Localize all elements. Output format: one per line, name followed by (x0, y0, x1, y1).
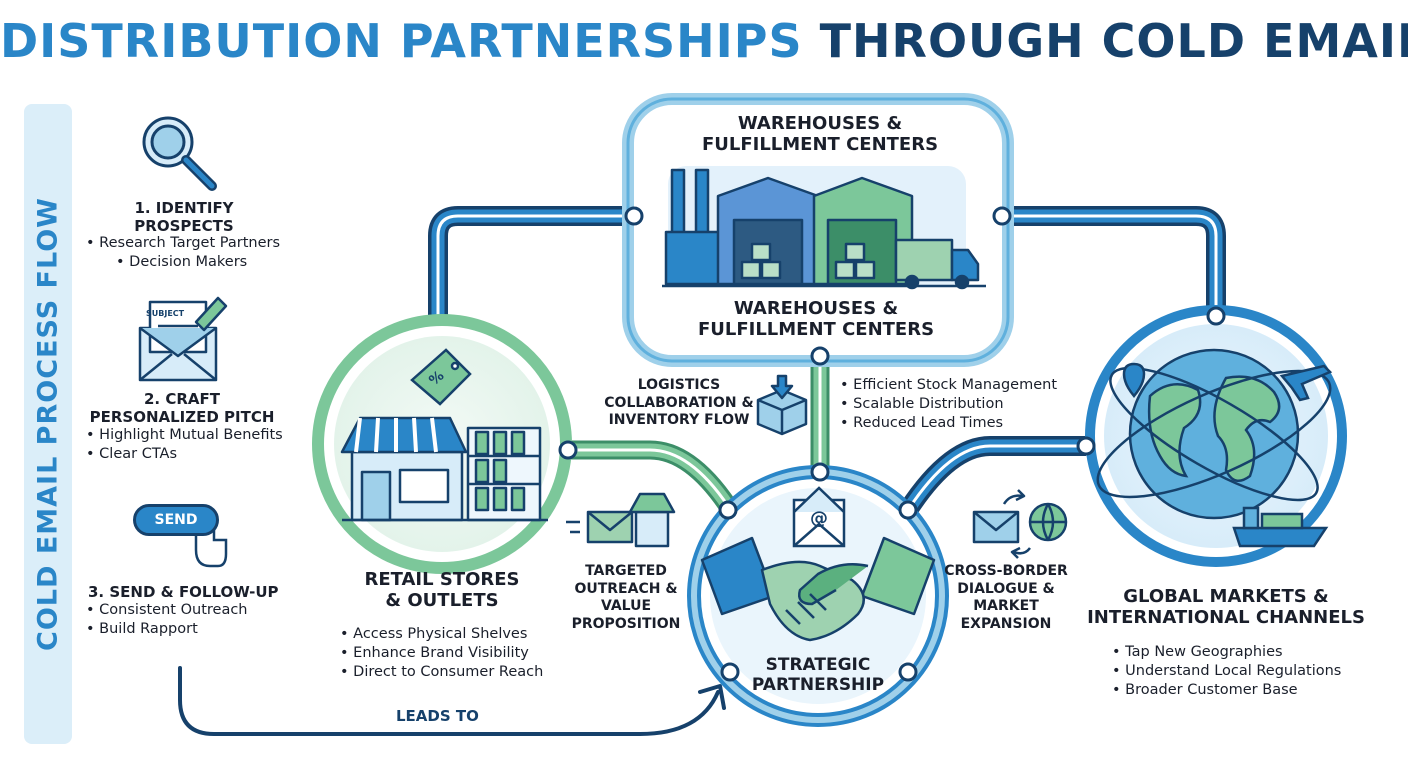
bullet-item: Efficient Stock Management (840, 376, 1057, 395)
retail-title-line2: & OUTLETS (385, 590, 499, 611)
step-identify: 1. IDENTIFY PROSPECTS (92, 199, 276, 235)
global-title-line2: INTERNATIONAL CHANNELS (1087, 607, 1365, 628)
crossborder-line1: CROSS-BORDER (944, 563, 1068, 579)
crossborder-label: CROSS-BORDER DIALOGUE & MARKET EXPANSION (944, 563, 1068, 633)
global-title: GLOBAL MARKETS & INTERNATIONAL CHANNELS (1082, 586, 1370, 628)
step-craft: 2. CRAFT PERSONALIZED PITCH (80, 390, 284, 426)
warehouse-icon (662, 168, 986, 290)
envelope-subject-label: SUBJECT (146, 309, 185, 318)
warehouse-title-top-line2: FULFILLMENT CENTERS (701, 134, 939, 155)
step-send-title: 3. SEND & FOLLOW-UP (88, 583, 279, 601)
partnership-label: STRATEGIC PARTNERSHIP (740, 655, 896, 695)
targeted-line3: VALUE (600, 598, 652, 614)
step-craft-title-line2: PERSONALIZED PITCH (89, 408, 275, 426)
crossborder-line4: EXPANSION (960, 615, 1052, 632)
targeted-outreach-label: TARGETED OUTREACH & VALUE PROPOSITION (560, 563, 692, 633)
bullet-item: Clear CTAs (86, 445, 283, 464)
partnership-line2: PARTNERSHIP (751, 675, 885, 695)
bullet-item: Reduced Lead Times (840, 414, 1057, 433)
bullet-item: Build Rapport (86, 620, 248, 639)
partnership-circle (687, 465, 949, 727)
step-send-bullets: Consistent Outreach Build Rapport (86, 601, 248, 639)
step-identify-title-line1: 1. IDENTIFY (134, 199, 234, 217)
targeted-outreach-icon (566, 492, 676, 548)
partnership-line1: STRATEGIC (765, 655, 871, 675)
warehouse-title-top: WAREHOUSES & FULFILLMENT CENTERS (640, 113, 1000, 155)
magnifier-icon (142, 116, 217, 191)
crossborder-line3: MARKET (973, 598, 1039, 614)
crossborder-line2: DIALOGUE & (957, 580, 1055, 597)
handshake-icon (700, 536, 936, 642)
connector-retail-partnership (568, 440, 736, 512)
bullet-item: Broader Customer Base (1112, 681, 1341, 700)
price-tag-icon: % (410, 348, 472, 406)
bullet-item: Research Target Partners (86, 234, 280, 253)
page-title: DISTRIBUTION PARTNERSHIPS THROUGH COLD E… (0, 14, 1408, 68)
step-craft-title: 2. CRAFT PERSONALIZED PITCH (80, 390, 284, 426)
retail-title: RETAIL STORES & OUTLETS (342, 569, 542, 611)
bullet-item: Enhance Brand Visibility (340, 644, 543, 663)
envelope-pen-icon (138, 296, 228, 382)
step-craft-bullets: Highlight Mutual Benefits Clear CTAs (86, 426, 283, 464)
connector-warehouse-global (992, 206, 1226, 324)
sidebar-label: COLD EMAIL PROCESS FLOW (32, 197, 64, 651)
step-craft-title-line1: 2. CRAFT (143, 390, 220, 408)
targeted-line2: OUTREACH & (574, 580, 678, 597)
bullet-item: Decision Makers (86, 253, 280, 272)
warehouse-title-bottom-line2: FULFILLMENT CENTERS (697, 319, 935, 340)
step-identify-title: 1. IDENTIFY PROSPECTS (92, 199, 276, 235)
warehouse-title-top-line1: WAREHOUSES & (737, 113, 903, 134)
title-part1: DISTRIBUTION PARTNERSHIPS (0, 14, 803, 68)
leads-to-arrow (178, 666, 726, 736)
title-part2: THROUGH COLD EMAIL (819, 14, 1408, 68)
bullet-item: Understand Local Regulations (1112, 662, 1341, 681)
svg-text:@: @ (810, 508, 828, 529)
send-button[interactable]: SEND (133, 504, 219, 536)
crossborder-icon (972, 489, 1068, 559)
warehouse-title-bottom-line1: WAREHOUSES & (733, 298, 899, 319)
leads-to-label: LEADS TO (396, 707, 479, 725)
process-flow-sidebar (24, 104, 72, 744)
connector-dots (558, 206, 1226, 682)
connector-global-partnership (899, 436, 1086, 516)
email-at-icon: @ (792, 486, 846, 548)
store-icon (340, 416, 548, 522)
warehouse-bullets: Efficient Stock Management Scalable Dist… (840, 376, 1057, 433)
step-identify-bullets: Research Target Partners Decision Makers (86, 234, 280, 272)
logistics-label-line1: LOGISTICS (637, 377, 721, 393)
retail-title-line1: RETAIL STORES (364, 569, 520, 590)
bullet-item: Tap New Geographies (1112, 643, 1341, 662)
bullet-item: Consistent Outreach (86, 601, 247, 620)
globe-icon (1096, 348, 1333, 548)
bullet-item: Access Physical Shelves (340, 625, 543, 644)
logistics-label-line3: INVENTORY FLOW (608, 412, 750, 428)
logistics-label: LOGISTICS COLLABORATION & INVENTORY FLOW (600, 377, 758, 430)
logistics-label-line2: COLLABORATION & (604, 394, 754, 411)
bullet-item: Direct to Consumer Reach (340, 663, 543, 682)
logistics-box-icon (756, 374, 808, 436)
global-bullets: Tap New Geographies Understand Local Reg… (1112, 643, 1341, 700)
global-title-line1: GLOBAL MARKETS & (1123, 586, 1329, 607)
warehouse-title-bottom: WAREHOUSES & FULFILLMENT CENTERS (636, 298, 996, 340)
retail-bullets: Access Physical Shelves Enhance Brand Vi… (340, 625, 543, 682)
bullet-item: Scalable Distribution (840, 395, 1057, 414)
bullet-item: Highlight Mutual Benefits (86, 426, 283, 445)
step-identify-title-line2: PROSPECTS (134, 217, 234, 235)
targeted-line1: TARGETED (585, 563, 667, 579)
connector-retail-warehouse (428, 206, 644, 332)
targeted-line4: PROPOSITION (571, 615, 681, 632)
